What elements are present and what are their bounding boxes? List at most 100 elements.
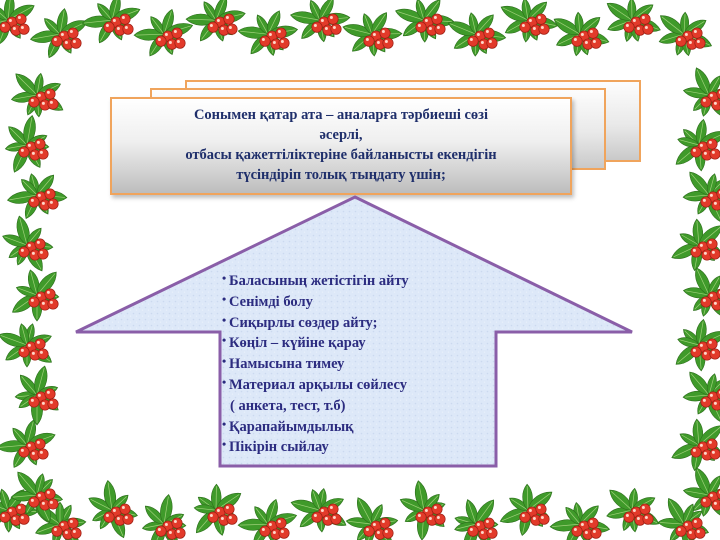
leaf-icon xyxy=(553,18,581,35)
berry-cluster-icon xyxy=(571,517,602,540)
berry-cluster-icon xyxy=(571,27,602,50)
leaf-icon xyxy=(695,267,711,296)
list-item: Намысына тимеу xyxy=(222,351,502,375)
berry-cluster-icon xyxy=(259,517,290,540)
leaf-icon xyxy=(447,21,477,36)
leaf-icon xyxy=(677,137,700,148)
leaf-icon xyxy=(500,6,529,22)
berry-cluster-icon xyxy=(103,503,134,526)
leaf-icon xyxy=(692,418,704,446)
berry-cluster-icon xyxy=(623,13,654,36)
berry-cluster-icon xyxy=(0,13,30,36)
leaf-icon xyxy=(706,373,717,396)
header-line: отбасы қажеттіліктеріне байланысты екенд… xyxy=(185,147,497,163)
berry-cluster-icon xyxy=(18,238,49,261)
berry-cluster-icon xyxy=(18,338,49,361)
leaf-icon xyxy=(34,365,48,396)
berry-cluster-icon xyxy=(51,27,82,50)
berry-cluster-icon xyxy=(700,88,720,111)
list-item: Сенімді болу xyxy=(222,289,502,313)
leaf-icon xyxy=(682,503,694,525)
leaf-icon xyxy=(23,115,36,146)
leaf-icon xyxy=(0,332,28,347)
berry-cluster-icon xyxy=(207,503,238,526)
leaf-icon xyxy=(609,489,633,511)
leaf-icon xyxy=(103,479,117,511)
berry-cluster-icon xyxy=(519,503,550,526)
berry-cluster-icon xyxy=(259,27,290,50)
berry-cluster-icon xyxy=(18,138,49,161)
berry-cluster-icon xyxy=(467,517,498,540)
header-card: Сонымен қатар ата – аналарға тәрбиеші сө… xyxy=(110,97,572,195)
leaf-icon xyxy=(34,473,45,496)
berry-cluster-icon xyxy=(415,13,446,36)
berry-cluster-icon xyxy=(311,503,342,526)
berry-cluster-icon xyxy=(675,517,706,540)
berry-cluster-icon xyxy=(311,13,342,36)
berry-cluster-icon xyxy=(700,388,720,411)
leaf-icon xyxy=(689,371,710,396)
berry-cluster-icon xyxy=(363,27,394,50)
header-line: Сонымен қатар ата – аналарға тәрбиеші сө… xyxy=(193,107,489,123)
leaf-icon xyxy=(15,73,38,96)
header-line: түсіндіріп толық тыңдату үшін; xyxy=(236,167,446,183)
berry-cluster-icon xyxy=(363,517,394,540)
leaf-icon xyxy=(342,24,373,37)
berry-cluster-icon xyxy=(155,27,186,50)
leaf-icon xyxy=(695,67,711,96)
list-item: Қарапайымдылық xyxy=(222,414,502,438)
berry-cluster-icon xyxy=(690,138,720,161)
berry-cluster-icon xyxy=(28,488,59,511)
leaf-icon xyxy=(290,499,321,513)
leaf-icon xyxy=(689,171,710,196)
berry-cluster-icon xyxy=(28,188,59,211)
leaf-icon xyxy=(237,26,269,39)
leaf-icon xyxy=(55,501,65,525)
berry-cluster-icon xyxy=(675,27,706,50)
berry-cluster-icon xyxy=(18,438,49,461)
berry-cluster-icon xyxy=(103,13,134,36)
leaf-icon xyxy=(160,494,173,525)
list-item: Баласының жетістігін айту xyxy=(222,268,502,292)
berry-cluster-icon xyxy=(700,488,720,511)
leaf-icon xyxy=(695,467,711,496)
berry-cluster-icon xyxy=(700,288,720,311)
berry-cluster-icon xyxy=(415,503,446,526)
leaf-icon xyxy=(19,323,30,346)
leaf-icon xyxy=(667,498,685,525)
leaf-icon xyxy=(16,215,30,246)
list-item: Пікірін сыйлау xyxy=(222,434,502,458)
berry-cluster-icon xyxy=(28,388,59,411)
berry-cluster-icon xyxy=(0,503,30,526)
leaf-icon xyxy=(133,28,165,41)
leaf-icon xyxy=(606,2,633,21)
leaf-icon xyxy=(414,480,428,511)
leaf-icon xyxy=(185,13,217,26)
berry-cluster-icon xyxy=(28,88,59,111)
berry-cluster-icon xyxy=(690,438,720,461)
berry-cluster-icon xyxy=(467,27,498,50)
list-item-continuation: ( анкета, тест, т.б) xyxy=(230,397,346,414)
berry-cluster-icon xyxy=(690,338,720,361)
leaf-icon xyxy=(574,11,584,35)
berry-cluster-icon xyxy=(51,517,82,540)
berry-cluster-icon xyxy=(519,13,550,36)
leaf-icon xyxy=(565,506,581,525)
leaf-icon xyxy=(290,11,321,24)
leaf-icon xyxy=(311,489,322,511)
list-item: Көңіл – күйіне қарау xyxy=(222,330,502,354)
leaf-icon xyxy=(237,518,269,531)
header-card-text: Сонымен қатар ата – аналарға тәрбиеші сө… xyxy=(112,105,570,185)
header-line: әсерлі, xyxy=(319,127,363,143)
berry-cluster-icon xyxy=(207,13,238,36)
list-item: Материал арқылы сөйлесу xyxy=(222,372,502,396)
berry-cluster-icon xyxy=(623,503,654,526)
leaf-icon xyxy=(677,337,700,348)
leaf-icon xyxy=(660,15,685,35)
list-item: Сиқырлы сөздер айту; xyxy=(222,310,502,334)
leaf-icon xyxy=(357,497,373,525)
tips-list: Баласының жетістігін айту Сенімді болу С… xyxy=(222,268,502,458)
